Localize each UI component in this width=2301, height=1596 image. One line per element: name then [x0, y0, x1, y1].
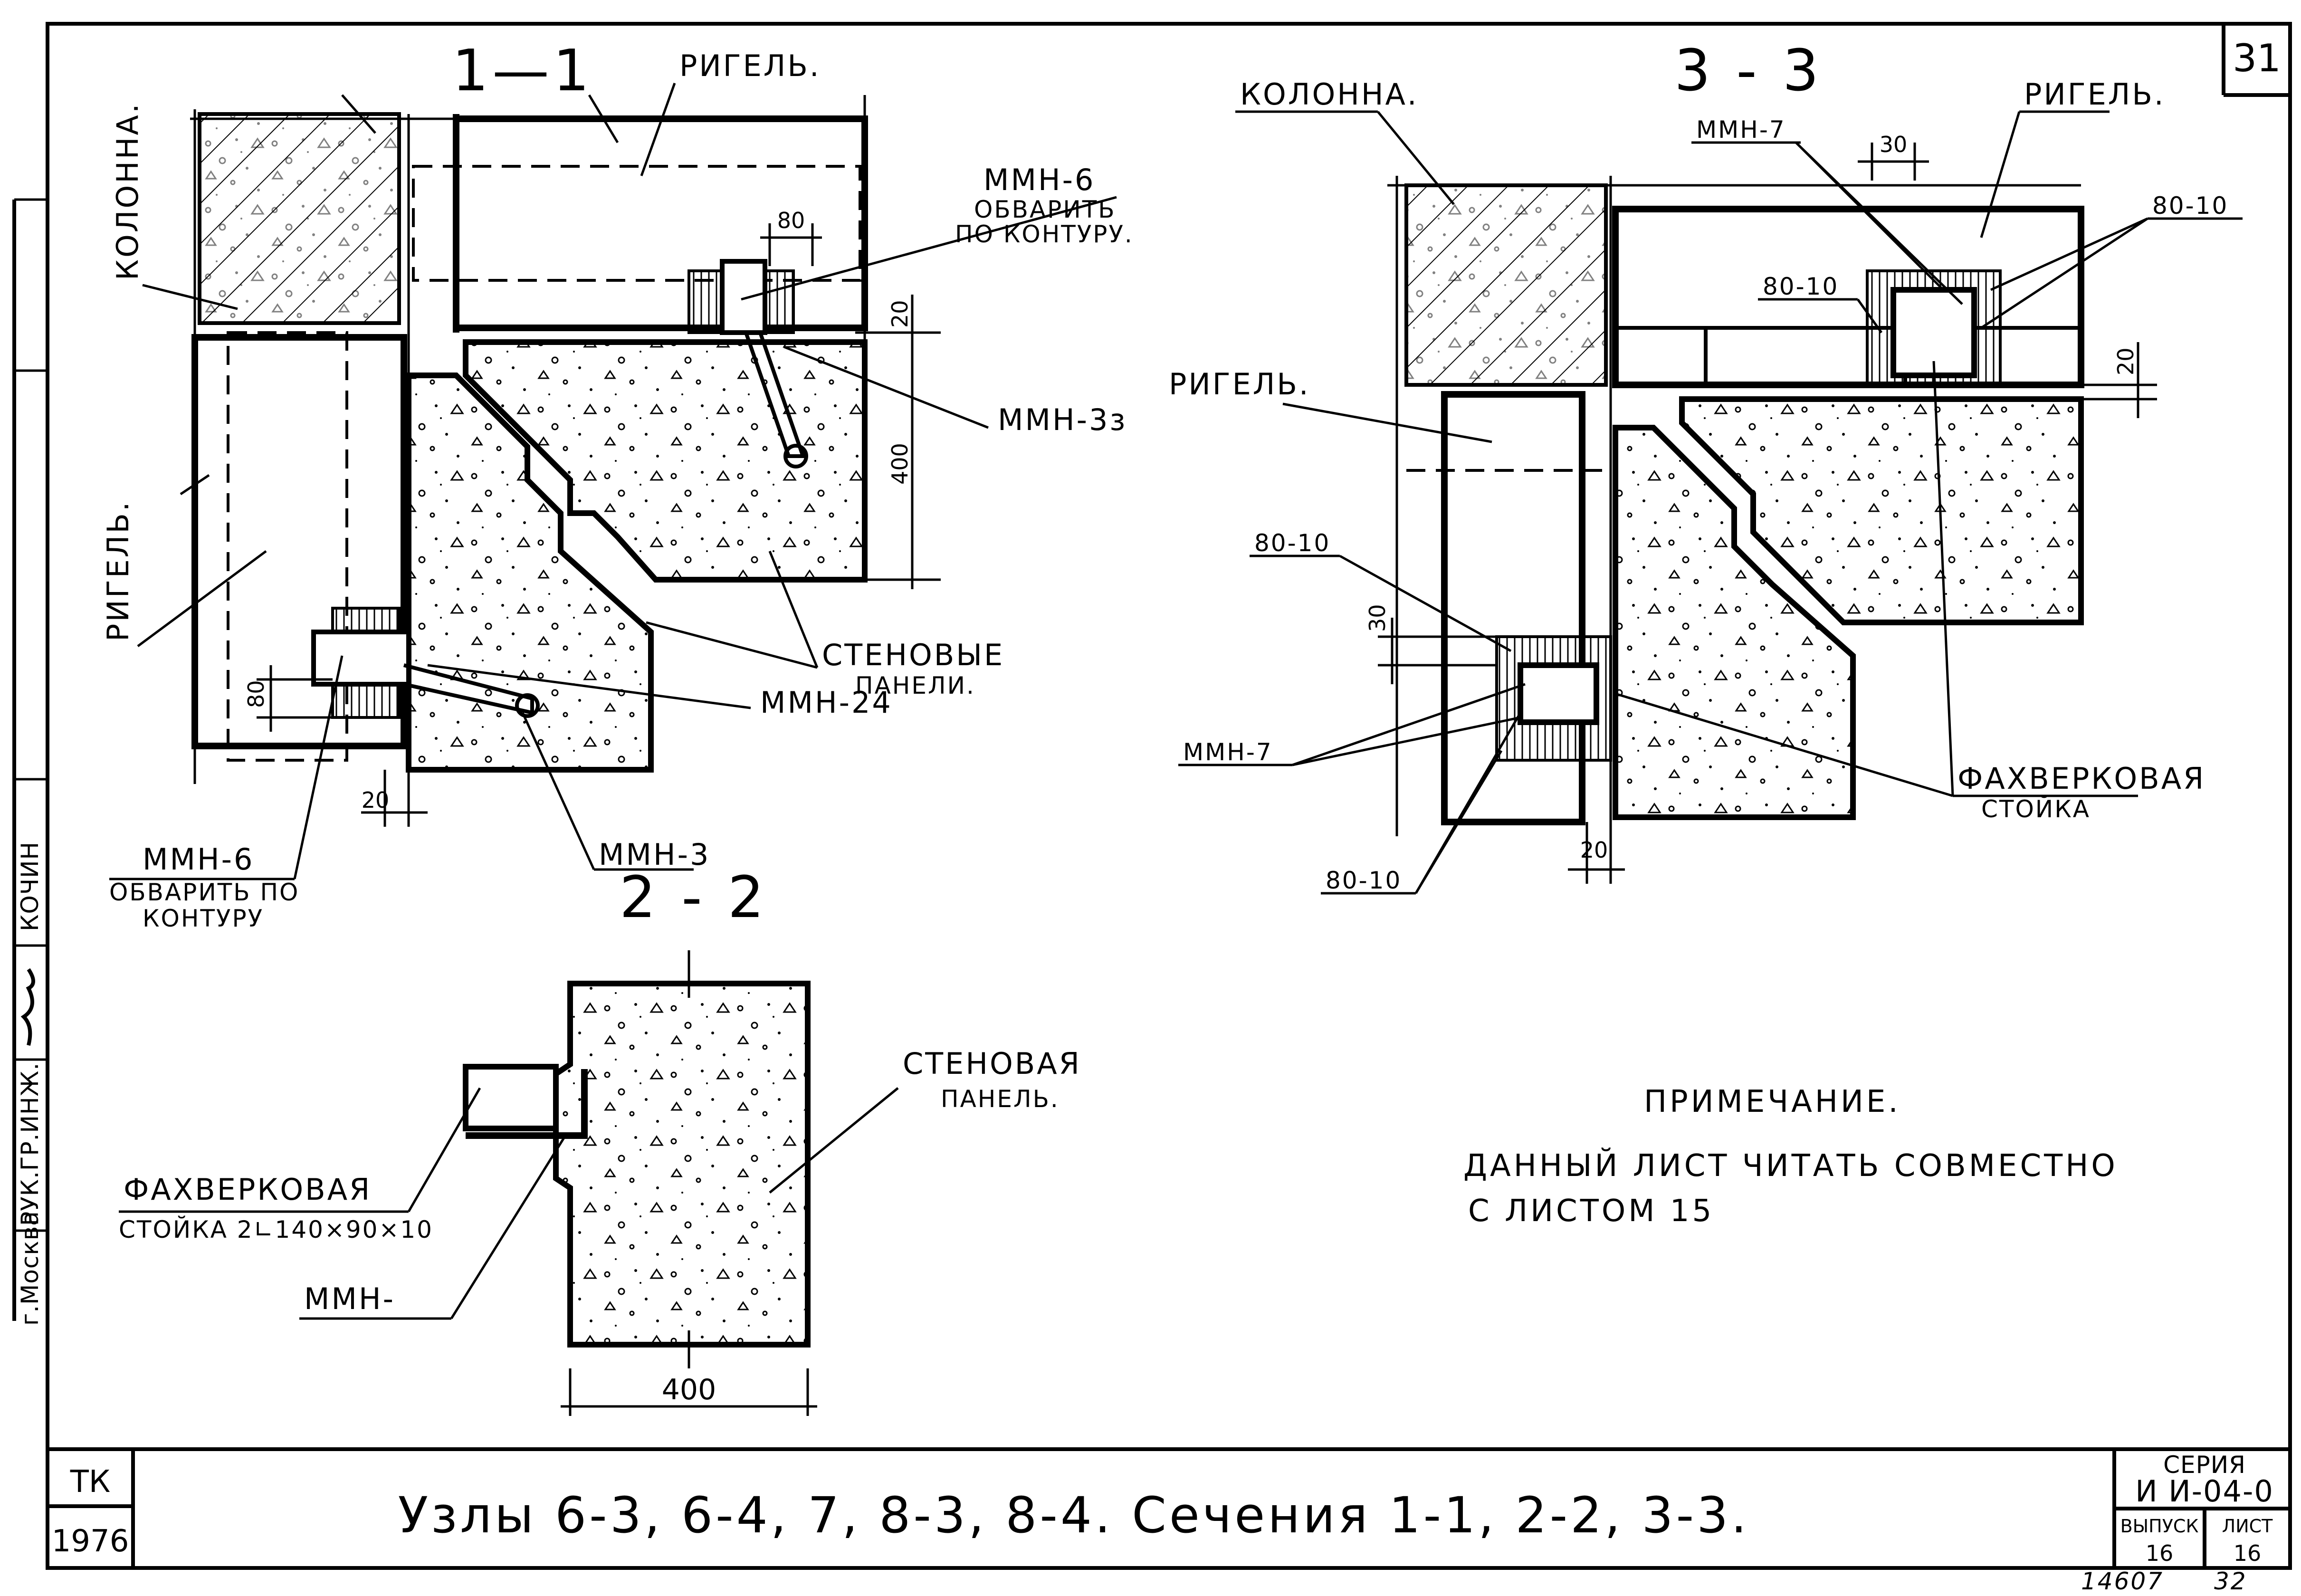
label-80-10-mid-left: 80-10 — [1254, 529, 1330, 557]
label-mmn3z: ММН-3з — [998, 402, 1127, 437]
dim-30-left-3-3: 30 — [1365, 604, 1390, 632]
wall-panel-3-3-a — [1679, 396, 2084, 625]
label-wall-panels-2: ПАНЕЛИ. — [855, 672, 975, 699]
label-rigel-top-3-3: РИГЕЛЬ. — [2024, 77, 2166, 112]
dim-400-right: 400 — [887, 443, 913, 485]
issue-value: 16 — [2146, 1540, 2174, 1566]
wall-panel-2-2 — [553, 981, 811, 1348]
label-fakh-stoyka-2-2-b: СТОЙКА 2∟140×90×10 — [119, 1215, 433, 1243]
title-block: ТК 1976 Узлы 6-3, 6-4, 7, 8-3, 8-4. Сече… — [48, 1449, 2290, 1568]
section-2-2-heading: 2 - 2 — [620, 865, 768, 931]
label-kolonna-1-1: КОЛОННА. — [110, 102, 145, 280]
org-code: ТК — [70, 1464, 111, 1500]
sheet-label: ЛИСТ — [2222, 1516, 2273, 1537]
note-heading: ПРИМЕЧАНИЕ. — [1644, 1084, 1901, 1119]
note-line-2: С ЛИСТОМ 15 — [1468, 1194, 1714, 1229]
label-mmn7-left: ММН-7 — [1183, 738, 1273, 766]
section-1-1-heading: 1—1 — [452, 38, 593, 104]
dim-30-top-3-3: 30 — [1880, 132, 1908, 157]
note-line-1: ДАННЫЙ ЛИСТ ЧИТАТЬ СОВМЕСТНО — [1463, 1147, 2118, 1184]
label-mmn6-bottom: ММН-6 — [143, 842, 254, 877]
label-80-10-top-right: 80-10 — [2152, 192, 2228, 220]
label-mmn6-top-weld: ОБВАРИТЬ — [974, 196, 1116, 223]
label-mmn6-bottom-contour: КОНТУРУ — [143, 905, 264, 932]
label-fakh-stoyka-3-3: ФАХВЕРКОВАЯ — [1957, 761, 2206, 796]
section-1-1: 1—1 80 — [101, 38, 1132, 932]
label-fakh-stoyka-3-3-b: СТОЙКА — [1981, 795, 2091, 823]
wall-panel-1 — [463, 339, 868, 583]
section-3-3-heading: 3 - 3 — [1674, 38, 1823, 104]
label-wall-panel-2-2: СТЕНОВАЯ — [903, 1046, 1081, 1081]
sheet-number: 31 — [2233, 36, 2281, 80]
dim-400-2-2: 400 — [662, 1373, 716, 1406]
dim-20-right-3-3: 20 — [2113, 347, 2139, 375]
wall-panel-3-3-b — [1613, 425, 1856, 820]
label-rigel-top: РИГЕЛЬ. — [679, 48, 821, 83]
fakh-stoyka-3-3-left — [1518, 662, 1599, 725]
stamp-signature — [20, 968, 35, 1046]
note-block: ПРИМЕЧАНИЕ. ДАННЫЙ ЛИСТ ЧИТАТЬ СОВМЕСТНО… — [1463, 1084, 2118, 1229]
rigel-left-3-3 — [1441, 391, 1585, 825]
series-label: СЕРИЯ — [2163, 1451, 2246, 1479]
label-kolonna-3-3: КОЛОННА. — [1240, 77, 1419, 112]
label-mmn-2-2: ММН- — [304, 1281, 395, 1316]
year: 1976 — [52, 1524, 129, 1559]
label-rigel-left: РИГЕЛЬ. — [101, 500, 135, 641]
sheet-border — [46, 22, 2292, 1570]
label-rigel-left-3-3: РИГЕЛЬ. — [1169, 367, 1310, 401]
rigel-top-3-3 — [1612, 206, 2084, 388]
stamp-city: г.Москва — [16, 1211, 44, 1326]
label-fakh-stoyka-2-2: ФАХВЕРКОВАЯ — [124, 1172, 372, 1207]
label-mmn7-top: ММН-7 — [1696, 116, 1786, 143]
issue-label: ВЫПУСК — [2120, 1516, 2199, 1537]
sheet-value: 16 — [2234, 1540, 2262, 1566]
label-mmn3: ММН-3 — [599, 837, 710, 872]
dim-20-bottom: 20 — [362, 787, 390, 813]
page-mark-left: 14607 — [2081, 1567, 2164, 1594]
embedded-plate-mmn6-left — [311, 630, 411, 687]
series-value: И И-04-0 — [2135, 1474, 2274, 1509]
stamp-role: РУК.ГР.ИНЖ. — [16, 1062, 44, 1226]
rigel-left-section — [191, 334, 407, 749]
section-2-2: 2 - 2 400 СТЕНОВАЯ ПАНЕЛЬ. ФАХВЕРКОВАЯ С… — [119, 865, 1081, 1416]
dim-80-left: 80 — [243, 680, 269, 708]
label-80-10-top-mid: 80-10 — [1763, 273, 1839, 300]
page-mark-right: 32 — [2214, 1567, 2247, 1594]
drawing-title: Узлы 6-3, 6-4, 7, 8-3, 8-4. Сечения 1-1,… — [398, 1486, 1750, 1544]
dim-20-bottom-3-3: 20 — [1580, 837, 1608, 863]
embedded-plate-mmn6 — [720, 259, 767, 335]
dim-20-right: 20 — [887, 300, 913, 328]
dim-80-top: 80 — [777, 208, 805, 233]
label-mmn6-top: ММН-6 — [983, 162, 1095, 197]
stamp-surname: КОЧИН — [16, 841, 44, 931]
label-80-10-bottom-left: 80-10 — [1326, 867, 1402, 894]
section-3-3: 3 - 3 30 20 30 — [1169, 38, 2243, 895]
label-wall-panel-2-2-b: ПАНЕЛЬ. — [941, 1085, 1060, 1113]
label-wall-panels: СТЕНОВЫЕ — [822, 638, 1004, 672]
label-mmn6-bottom-weld: ОБВАРИТЬ ПО — [109, 879, 299, 906]
fakh-stoyka-profile — [463, 1064, 559, 1131]
label-mmn24: ММН-24 — [760, 685, 893, 720]
